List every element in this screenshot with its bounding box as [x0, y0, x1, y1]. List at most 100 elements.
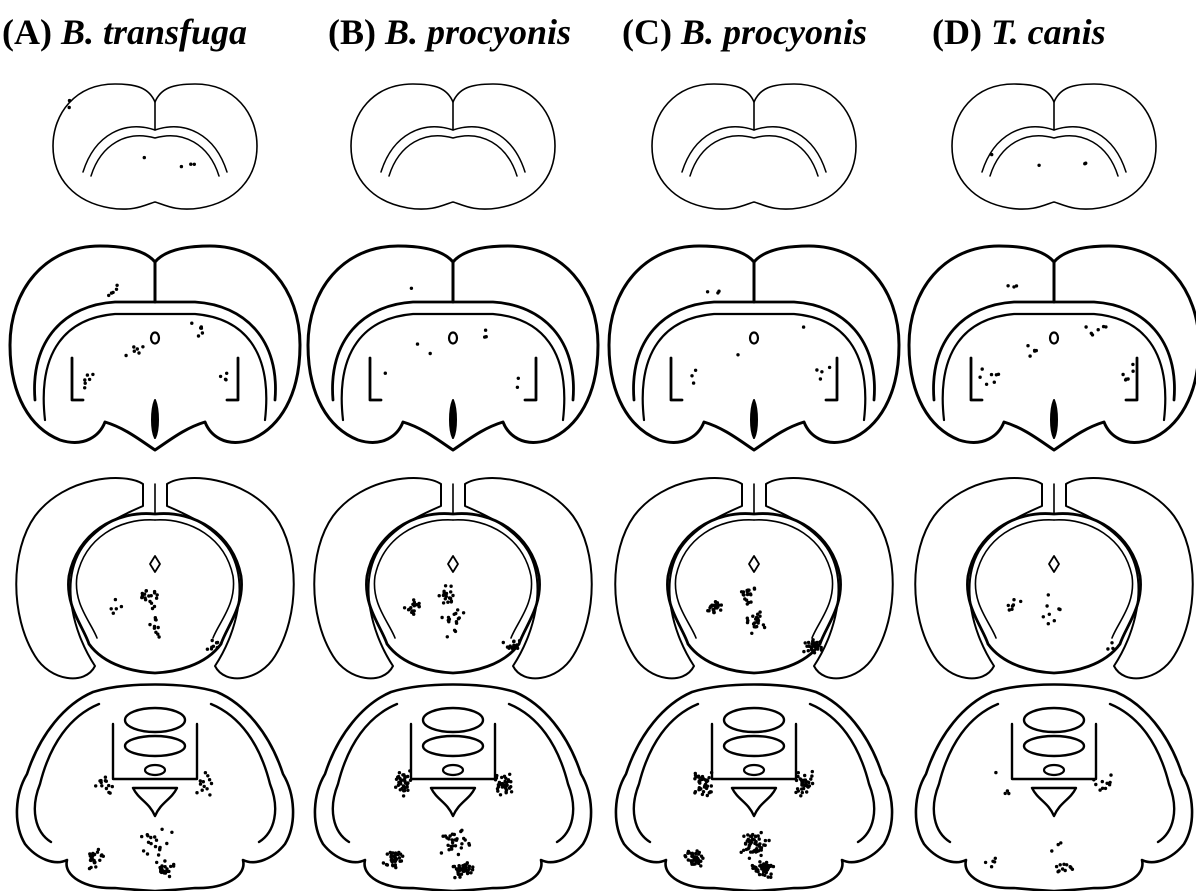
lesion-dot [155, 861, 158, 864]
lesion-dot [110, 607, 113, 610]
lesion-dot [395, 778, 398, 781]
third-ventricle [1051, 400, 1057, 438]
lesion-dot [810, 774, 813, 777]
lesion-dot [413, 609, 416, 612]
lesion-dot [147, 841, 150, 844]
lesion-dot [1131, 363, 1134, 366]
lesion-dot [210, 646, 213, 649]
lesion-dot [990, 153, 993, 156]
lesion-dot [703, 785, 706, 788]
left-striatum-line [370, 358, 381, 400]
lesion-dot [1131, 370, 1134, 373]
lesion-dot [701, 775, 704, 778]
right-hemisphere-outline [766, 478, 893, 678]
small-oval [744, 765, 764, 775]
lesion-dot [120, 605, 123, 608]
lesion-dot [1059, 841, 1062, 844]
lesion-dot [500, 776, 503, 779]
lesion-dot [460, 873, 463, 876]
lesion-dot [984, 861, 987, 864]
lesion-dot [88, 378, 91, 381]
lesion-dot [692, 381, 695, 384]
lesion-dot [1028, 354, 1031, 357]
lesion-dot [686, 852, 689, 855]
lesion-dot [1047, 622, 1050, 625]
lesion-dot [981, 367, 984, 370]
lesion-dot [91, 373, 94, 376]
lesion-dot [1048, 613, 1051, 616]
lesion-dot [457, 853, 460, 856]
left-lobe-fold [634, 704, 698, 842]
lesion-dot [90, 857, 93, 860]
lesion-dot [820, 370, 823, 373]
lesion-dot [402, 794, 405, 797]
left-striatum-line [971, 358, 982, 400]
lesion-dot [447, 620, 450, 623]
lesion-dot [154, 631, 157, 634]
lesion-dot [706, 609, 709, 612]
lesion-dot [206, 774, 209, 777]
lesion-dot [68, 99, 71, 102]
lesion-dot [403, 606, 406, 609]
section-row-4 [17, 685, 293, 891]
lesion-dot [1026, 344, 1029, 347]
lesion-dot [712, 609, 715, 612]
lesion-dot [795, 779, 798, 782]
lesion-dot [1101, 787, 1104, 790]
lesion-dot [412, 598, 415, 601]
lesion-dot [458, 875, 461, 878]
callosum-inner [690, 136, 818, 176]
lesion-dot [764, 839, 767, 842]
lesion-dot [797, 771, 800, 774]
lesion-dot [440, 616, 443, 619]
lesion-dot [694, 790, 697, 793]
lesion-dot [203, 785, 206, 788]
lesion-dot [756, 613, 759, 616]
left-lobe-fold [35, 704, 99, 842]
lesion-dot [746, 617, 749, 620]
lesion-dot [110, 291, 113, 294]
lesion-dot [750, 632, 753, 635]
small-oval [145, 765, 165, 775]
lesion-dot [164, 871, 167, 874]
lesion-dot [503, 780, 506, 783]
lesion-dot [141, 345, 144, 348]
lesion-dot [691, 859, 694, 862]
right-striatum-line [525, 358, 536, 400]
lesion-dot [990, 373, 993, 376]
top-oval [724, 708, 784, 732]
lesion-dot [153, 605, 156, 608]
lesion-dot [758, 873, 761, 876]
lesion-dot [457, 872, 460, 875]
lesion-dot [760, 831, 763, 834]
lesion-dot [706, 290, 709, 293]
lesion-dot [395, 857, 398, 860]
lesion-dot [809, 777, 812, 780]
lesion-dot [820, 646, 823, 649]
lesion-dot [811, 782, 814, 785]
lesion-dot [506, 645, 509, 648]
lesion-dot [197, 334, 200, 337]
lesion-dot [170, 831, 173, 834]
lesion-dot [694, 852, 697, 855]
lesion-dot [200, 327, 203, 330]
right-hemisphere-outline [167, 478, 294, 678]
lesion-dot [495, 774, 498, 777]
right-lobe-fold [211, 704, 275, 842]
lesion-dot [747, 838, 750, 841]
lesion-dot [1110, 641, 1113, 644]
lesion-dot [1045, 604, 1048, 607]
lesion-dot [758, 837, 761, 840]
lesion-dot [517, 377, 520, 380]
lesion-dot [807, 649, 810, 652]
lesion-dot [105, 780, 108, 783]
small-oval [1044, 765, 1064, 775]
lesion-dot [697, 780, 700, 783]
section-row-1 [652, 84, 856, 209]
panel-b-column [308, 84, 598, 891]
lesion-dot [807, 641, 810, 644]
lesion-dot [719, 608, 722, 611]
ventricle [1050, 333, 1058, 344]
lesion-dot [1109, 773, 1112, 776]
aqueduct [448, 556, 458, 572]
